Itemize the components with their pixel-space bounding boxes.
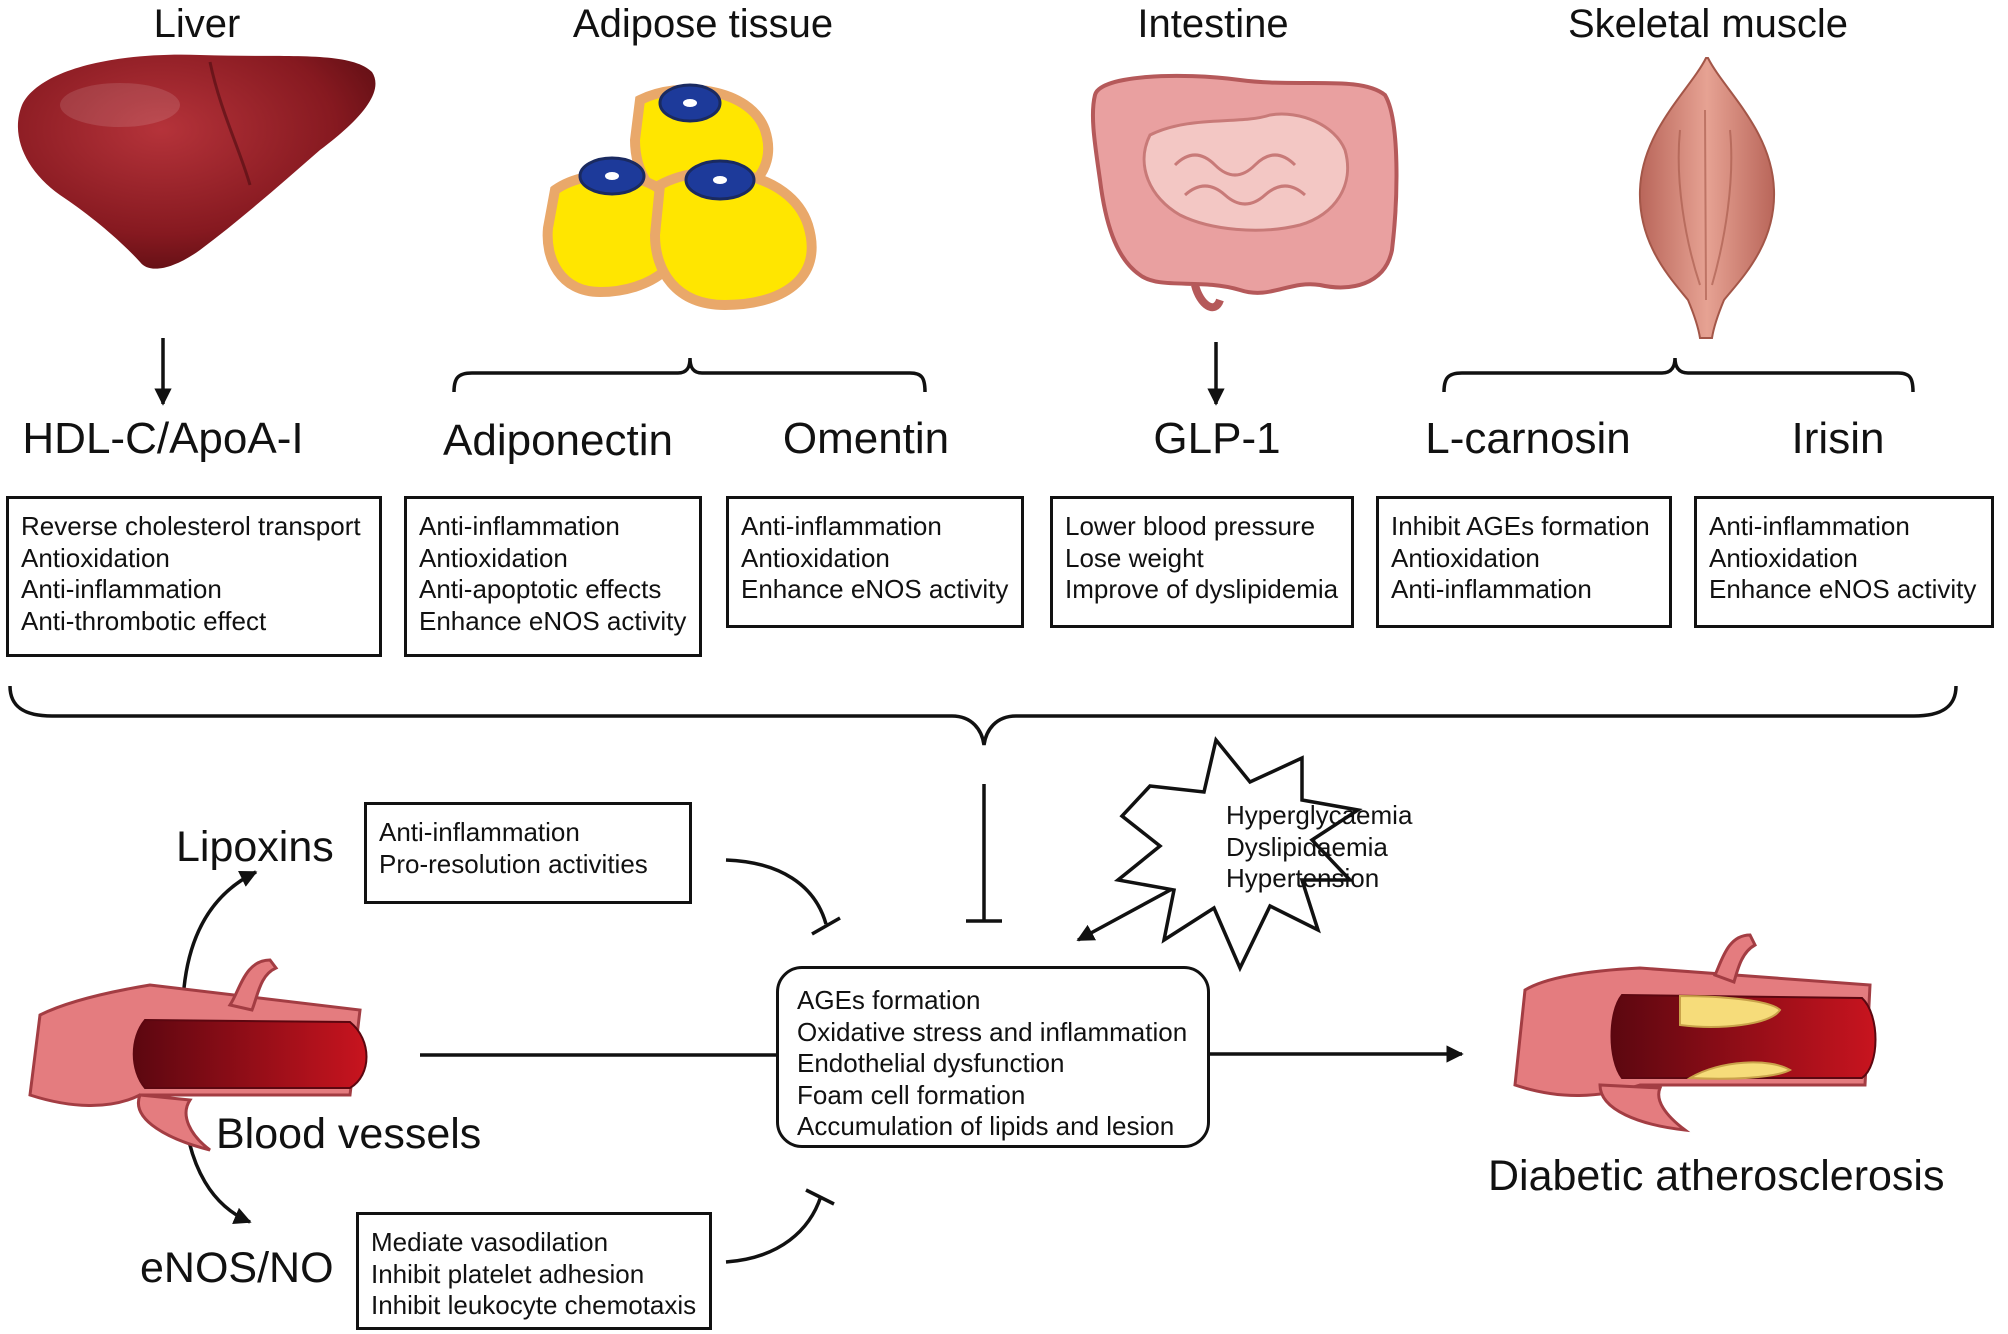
effect-item: Lower blood pressure <box>1065 511 1316 541</box>
risk-factor: Hypertension <box>1226 863 1380 893</box>
muscle-illustration <box>1638 57 1776 339</box>
effect-item: Reverse cholesterol transport <box>21 511 361 541</box>
mechanism-item: Foam cell formation <box>797 1079 1026 1110</box>
enos-label: eNOS/NO <box>140 1244 334 1292</box>
enos-effects-box: Mediate vasodilation Inhibit platelet ad… <box>356 1212 712 1330</box>
effect-box-adiponectin: Anti-inflammation Antioxidation Anti-apo… <box>404 496 702 657</box>
effect-item: Anti-inflammation <box>1391 574 1592 604</box>
lipoxins-label: Lipoxins <box>176 823 334 871</box>
effect-item: Enhance eNOS activity <box>1709 574 1977 604</box>
adipose-illustration <box>542 83 817 311</box>
mechanism-item: Accumulation of lipids and lesion <box>797 1111 1175 1141</box>
fat-cell <box>649 159 817 311</box>
effect-item: Anti-inflammation <box>379 817 580 847</box>
molecule-omentin: Omentin <box>782 414 950 463</box>
organ-liver-label: Liver <box>153 2 241 46</box>
blood-vessels-label: Blood vessels <box>216 1110 482 1158</box>
intestine-illustration <box>1090 73 1399 312</box>
liver-illustration <box>17 54 376 269</box>
organ-muscle-label: Skeletal muscle <box>1567 2 1849 46</box>
effect-item: Inhibit AGEs formation <box>1391 511 1650 541</box>
molecule-hdl: HDL-C/ApoA-I <box>22 414 304 463</box>
effect-box-hdl: Reverse cholesterol transport Antioxidat… <box>6 496 382 657</box>
blood-vessel-illustration <box>28 958 368 1152</box>
organ-intestine-label: Intestine <box>1137 2 1289 46</box>
effect-box-omentin: Anti-inflammation Antioxidation Enhance … <box>726 496 1024 628</box>
organ-adipose-label: Adipose tissue <box>572 2 834 46</box>
mechanism-item: Oxidative stress and inflammation <box>797 1016 1188 1047</box>
effect-item: Anti-thrombotic effect <box>21 605 267 636</box>
connectors-top <box>8 338 1958 923</box>
effect-item: Enhance eNOS activity <box>741 574 1009 604</box>
effect-item: Anti-inflammation <box>419 511 620 541</box>
effect-item: Mediate vasodilation <box>371 1227 609 1257</box>
lipoxins-effects-box: Anti-inflammation Pro-resolution activit… <box>364 802 692 904</box>
effect-item: Anti-inflammation <box>741 511 942 541</box>
mechanisms-box: AGEs formation Oxidative stress and infl… <box>776 966 1210 1148</box>
risk-factor-list: Hyperglycaemia Dyslipidaemia Hypertensio… <box>1226 800 1412 895</box>
risk-factor-burst <box>1113 736 1363 973</box>
effect-item: Anti-inflammation <box>1709 511 1910 541</box>
mechanism-item: Endothelial dysfunction <box>797 1048 1065 1078</box>
risk-factor: Dyslipidaemia <box>1226 831 1388 862</box>
molecule-glp1: GLP-1 <box>1153 414 1281 463</box>
effect-box-glp1: Lower blood pressure Lose weight Improve… <box>1050 496 1354 628</box>
molecule-lcarnosin: L-carnosin <box>1425 414 1631 463</box>
mechanism-item: AGEs formation <box>797 985 981 1015</box>
effect-item: Antioxidation <box>1391 542 1540 573</box>
effect-item: Pro-resolution activities <box>379 848 648 879</box>
effect-item: Antioxidation <box>21 542 170 573</box>
effect-item: Anti-apoptotic effects <box>419 574 662 604</box>
effect-item: Antioxidation <box>419 542 568 573</box>
effect-item: Inhibit platelet adhesion <box>371 1258 645 1289</box>
effect-box-lcarnosin: Inhibit AGEs formation Antioxidation Ant… <box>1376 496 1672 628</box>
molecule-irisin: Irisin <box>1791 414 1885 463</box>
effect-box-irisin: Anti-inflammation Antioxidation Enhance … <box>1694 496 1994 628</box>
connectors-bottom <box>182 858 1464 1264</box>
outcome-label: Diabetic atherosclerosis <box>1488 1152 1945 1200</box>
effect-item: Improve of dyslipidemia <box>1065 574 1339 604</box>
risk-factor: Hyperglycaemia <box>1226 800 1413 830</box>
effect-item: Antioxidation <box>1709 542 1858 573</box>
molecule-adiponectin: Adiponectin <box>443 416 673 465</box>
diseased-vessel-illustration <box>1513 933 1877 1133</box>
effect-item: Enhance eNOS activity <box>419 605 687 636</box>
effect-item: Anti-inflammation <box>21 574 222 604</box>
effect-item: Antioxidation <box>741 542 890 573</box>
effect-item: Lose weight <box>1065 542 1204 573</box>
effect-item: Inhibit leukocyte chemotaxis <box>371 1290 697 1320</box>
